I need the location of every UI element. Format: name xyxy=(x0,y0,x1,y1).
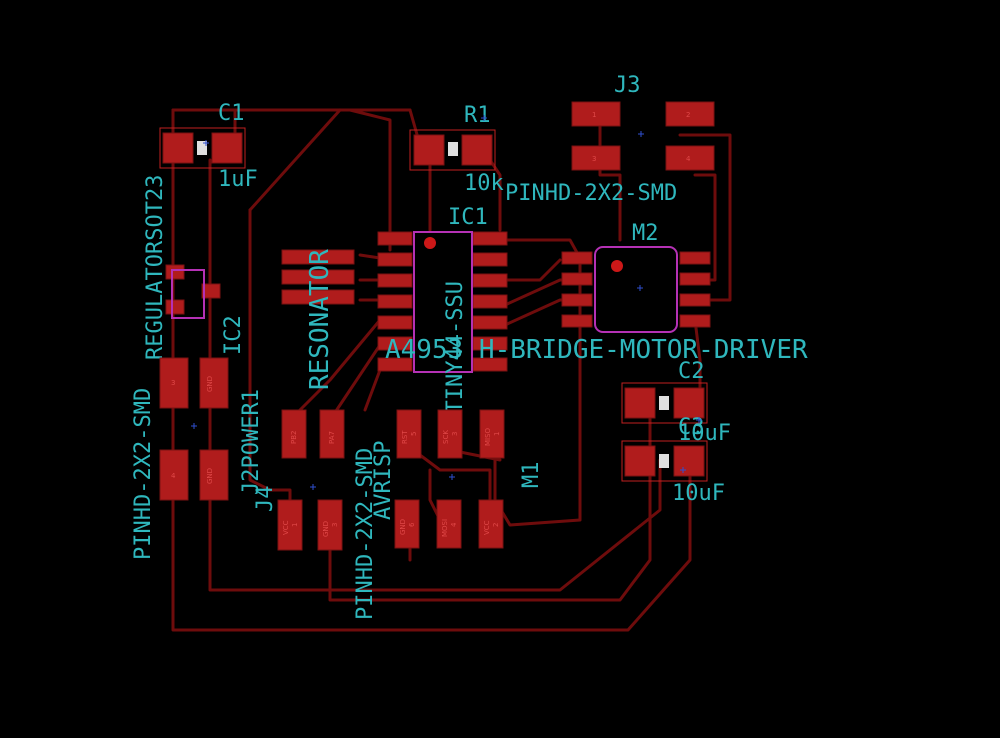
avrisp-header[interactable]: PB2 PA7 RST 5 SCK 3 MISO 1 GND 6 MOSI 4 … xyxy=(281,409,505,549)
resonator-label: RESONATOR xyxy=(305,249,335,390)
isp-pad-gnd: GND xyxy=(399,519,407,535)
avrisp-package: PINHD-2X2-SMD xyxy=(353,448,378,620)
ic2-regulator[interactable] xyxy=(165,264,221,319)
j4-pad-gnd1: GND xyxy=(206,376,214,392)
resonator[interactable] xyxy=(281,249,355,305)
j4-package: PINHD-2X2-SMD xyxy=(131,388,156,560)
m2-package: A4953 H-BRIDGE-MOTOR-DRIVER xyxy=(385,335,808,365)
c1-capacitor[interactable] xyxy=(159,127,246,169)
j4-pad-3: 3 xyxy=(171,379,175,387)
r1-label: R1 xyxy=(464,103,491,128)
power-pad-gnd-num: 3 xyxy=(331,523,339,527)
j4-pad-4: 4 xyxy=(171,472,176,480)
isp-pad-mosi: MOSI xyxy=(441,519,449,537)
c1-value: 1uF xyxy=(218,167,258,192)
c2-capacitor[interactable] xyxy=(621,382,708,424)
isp-pad-miso: MISO xyxy=(484,427,492,446)
regulator-package: REGULATORSOT23 xyxy=(143,175,168,360)
isp-pad-vcc-num: 2 xyxy=(492,523,500,527)
isp-pad-pa7: PA7 xyxy=(328,431,336,444)
j4-pad-gnd2: GND xyxy=(206,468,214,484)
power-pad-vcc-num: 1 xyxy=(291,523,299,527)
power-header[interactable]: VCC 1 GND 3 xyxy=(277,499,343,551)
j3-label: J3 xyxy=(614,73,641,98)
isp-pad-gnd-num: 6 xyxy=(408,522,416,527)
isp-pad-rst-num: 5 xyxy=(410,432,418,436)
m2-motor-driver[interactable] xyxy=(561,246,711,333)
c2-label: C2 xyxy=(678,359,705,384)
isp-pad-rst: RST xyxy=(401,430,409,444)
isp-pad-pb2: PB2 xyxy=(290,431,298,444)
j3-pad-3: 3 xyxy=(592,155,596,163)
ic1-attiny44[interactable] xyxy=(377,231,508,373)
power-pad-vcc: VCC xyxy=(282,520,290,535)
isp-pad-sck-num: 3 xyxy=(451,432,459,436)
j3-pad-4: 4 xyxy=(686,155,691,163)
isp-pad-miso-num: 1 xyxy=(493,432,501,436)
j4-label: J4 xyxy=(253,486,278,513)
j3-header[interactable]: 1 2 3 4 xyxy=(571,101,715,171)
isp-pad-mosi-num: 4 xyxy=(450,522,458,527)
c3-capacitor[interactable] xyxy=(621,440,708,482)
m2-label: M2 xyxy=(632,221,659,246)
ic2-label: IC2 xyxy=(221,315,246,355)
avrisp-label: AVRISP xyxy=(371,441,396,520)
isp-pad-vcc: VCC xyxy=(483,520,491,535)
j3-pad-1: 1 xyxy=(592,111,596,119)
traces xyxy=(171,108,732,632)
c1-label: C1 xyxy=(218,101,245,126)
c2-value: 10uF xyxy=(678,421,731,446)
origin-markers xyxy=(191,115,702,490)
r1-value: 10k xyxy=(464,171,504,196)
r1-resistor[interactable] xyxy=(409,129,496,171)
j2power-label: J2POWER1 xyxy=(239,389,264,495)
j3-pad-2: 2 xyxy=(686,111,690,119)
j4-header[interactable]: 3 GND 4 GND xyxy=(159,357,229,501)
m1-label: M1 xyxy=(519,462,544,489)
isp-pad-sck: SCK xyxy=(442,430,450,444)
j3-package: PINHD-2X2-SMD xyxy=(505,181,677,206)
ic1-label: IC1 xyxy=(448,205,488,230)
c3-value: 10uF xyxy=(672,481,725,506)
c3-label: C3 xyxy=(678,415,705,440)
power-pad-gnd: GND xyxy=(322,521,330,537)
